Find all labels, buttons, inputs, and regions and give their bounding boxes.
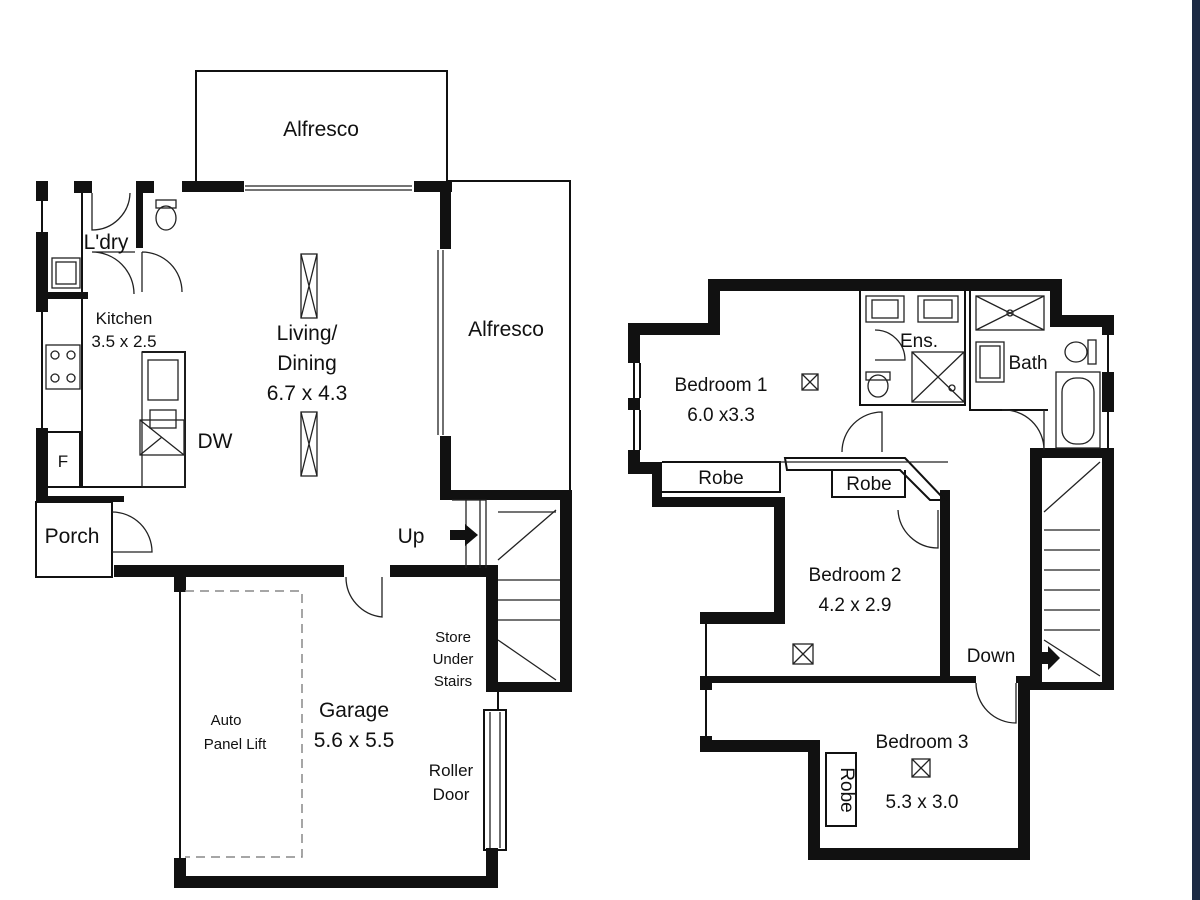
label-garage-size: 5.6 x 5.5	[314, 729, 395, 752]
ground-floor	[35, 70, 572, 888]
label-living-size: 6.7 x 4.3	[267, 382, 348, 405]
label-stairs-up: Up	[398, 525, 425, 548]
label-living-name-1: Living/	[277, 322, 338, 345]
label-bedroom1-size: 6.0 x3.3	[687, 405, 755, 426]
label-alfresco-side: Alfresco	[468, 318, 544, 341]
frame-edge	[1192, 0, 1200, 900]
label-laundry: L'dry	[84, 231, 129, 254]
label-bedroom3-name: Bedroom 3	[876, 732, 969, 753]
label-bedroom2-size: 4.2 x 2.9	[819, 595, 892, 616]
label-auto-2: Panel Lift	[204, 736, 267, 753]
label-store-1: Store	[435, 629, 471, 646]
label-roller-2: Door	[433, 785, 470, 804]
label-alfresco-top: Alfresco	[283, 118, 359, 141]
label-bath: Bath	[1008, 353, 1047, 374]
label-stairs-down: Down	[967, 646, 1016, 667]
label-ensuite: Ens.	[900, 331, 938, 352]
upper-floor	[628, 279, 1114, 860]
label-robe-2: Robe	[846, 474, 891, 495]
label-living-name-2: Dining	[277, 352, 337, 375]
label-robe-3: Robe	[836, 767, 857, 812]
label-roller-1: Roller	[429, 761, 474, 780]
label-store-3: Stairs	[434, 673, 472, 690]
label-store-2: Under	[433, 651, 474, 668]
label-auto-1: Auto	[211, 712, 242, 729]
label-kitchen-size: 3.5 x 2.5	[91, 332, 156, 351]
label-garage-name: Garage	[319, 699, 389, 722]
label-dishwasher: DW	[198, 430, 233, 453]
label-bedroom3-size: 5.3 x 3.0	[886, 792, 959, 813]
label-porch: Porch	[45, 525, 100, 548]
label-robe-1: Robe	[698, 468, 743, 489]
label-bedroom2-name: Bedroom 2	[809, 565, 902, 586]
label-kitchen-name: Kitchen	[96, 309, 153, 328]
label-fridge: F	[58, 452, 68, 471]
label-bedroom1-name: Bedroom 1	[675, 375, 768, 396]
